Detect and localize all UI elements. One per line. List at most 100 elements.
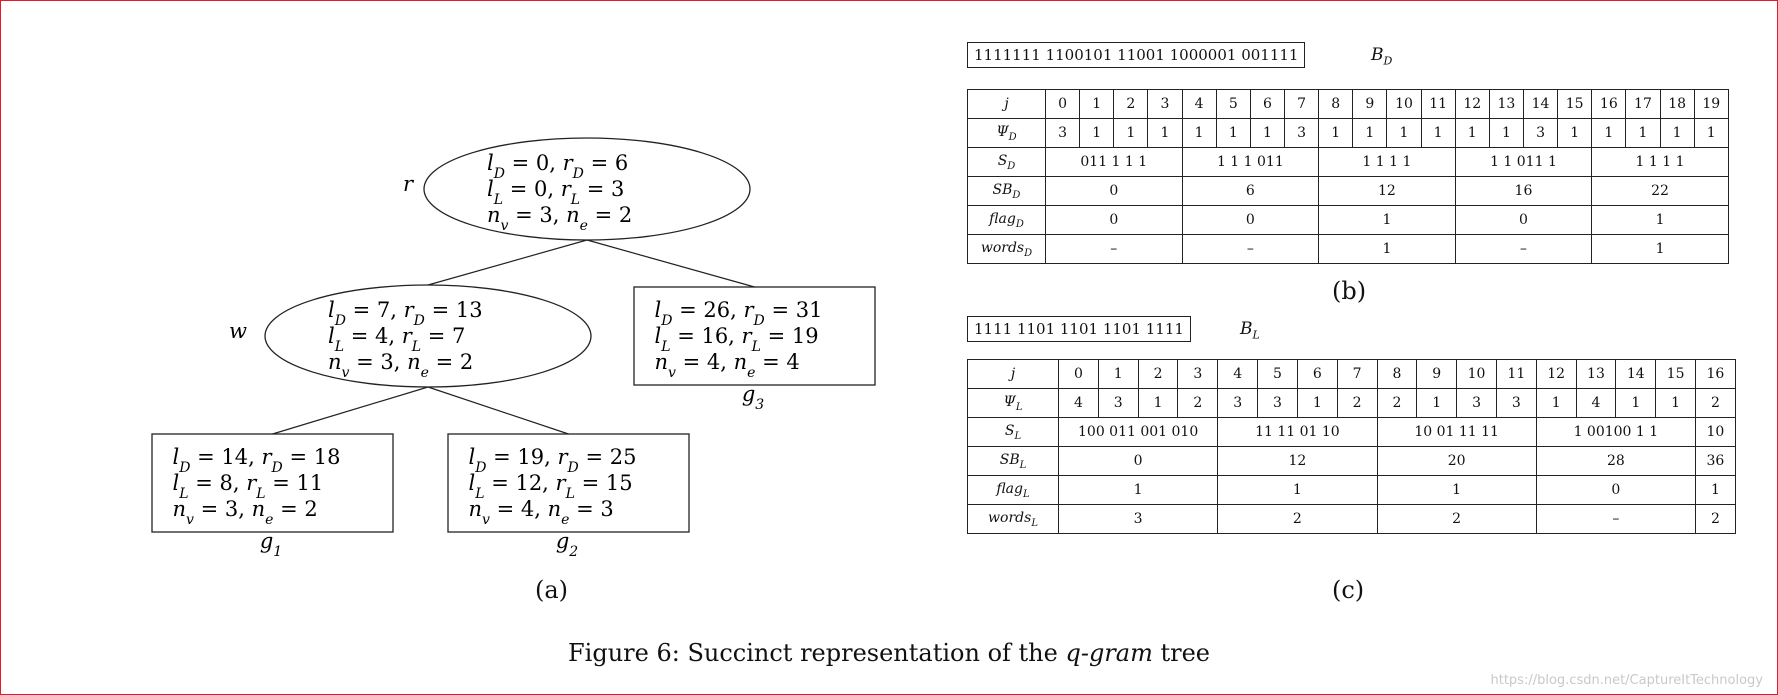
cell-j-0: 0 <box>1058 359 1099 389</box>
node-line-3: nv = 3, ne = 2 <box>328 350 473 381</box>
cell-S-3: 1 00100 1 1 <box>1535 417 1697 447</box>
cell-psi-19: 1 <box>1693 118 1729 148</box>
cell-words-2: 2 <box>1376 504 1537 534</box>
cell-psi-17: 1 <box>1625 118 1661 148</box>
node-line-3: nv = 4, ne = 4 <box>655 350 800 381</box>
node-label: r <box>403 172 415 196</box>
sublabel-c: (c) <box>1332 576 1365 604</box>
cell-j-5: 5 <box>1215 89 1251 119</box>
cell-j-2: 2 <box>1113 89 1149 119</box>
cell-j-16: 16 <box>1695 359 1736 389</box>
cell-psi-1: 1 <box>1079 118 1115 148</box>
cell-psi-10: 1 <box>1386 118 1422 148</box>
bd-bitstring: 1111111 1100101 11001 1000001 001111 <box>967 42 1306 68</box>
cell-psi-15: 1 <box>1655 388 1696 418</box>
cell-words-3: – <box>1454 234 1593 264</box>
cell-j-9: 9 <box>1352 89 1388 119</box>
cell-psi-0: 3 <box>1044 118 1081 148</box>
node-line-2: lL = 16, rL = 19 <box>655 324 819 355</box>
tree-edge-w-g2 <box>427 386 569 435</box>
bl-bitstring: 1111 1101 1101 1101 1111 <box>967 316 1191 342</box>
cell-S-4: 1 1 1 1 <box>1591 147 1729 177</box>
cell-SB-0: 0 <box>1045 176 1183 206</box>
node-line-2: lL = 0, rL = 3 <box>487 177 624 208</box>
cell-j-3: 3 <box>1147 89 1183 119</box>
cell-S-0: 100 011 001 010 <box>1057 417 1219 447</box>
cell-psi-0: 4 <box>1058 388 1099 418</box>
cell-j-7: 7 <box>1283 89 1320 119</box>
node-line-1: lD = 7, rD = 13 <box>328 298 483 329</box>
cell-j-1: 1 <box>1097 359 1139 389</box>
cell-flag-0: 1 <box>1057 475 1219 505</box>
row-header-words: wordsL <box>967 504 1059 534</box>
node-line-2: lL = 4, rL = 7 <box>328 324 465 355</box>
cell-psi-5: 3 <box>1257 388 1298 418</box>
node-outline <box>264 284 592 388</box>
cell-words-0: – <box>1045 234 1183 264</box>
cell-SB-0: 0 <box>1057 446 1219 476</box>
cell-SB-1: 6 <box>1181 176 1320 206</box>
row-header-flag: flagD <box>967 205 1046 235</box>
tree-node-r: lD = 0, rD = 6lL = 0, rL = 3nv = 3, ne =… <box>403 137 751 241</box>
node-line-2: lL = 8, rL = 11 <box>173 471 324 502</box>
cell-flag-1: 0 <box>1181 205 1320 235</box>
tree-nodes: lD = 0, rD = 6lL = 0, rL = 3nv = 3, ne =… <box>151 137 876 560</box>
row-header-S: SD <box>967 147 1046 177</box>
cell-psi-7: 3 <box>1283 118 1320 148</box>
cell-flag-4: 1 <box>1695 475 1736 505</box>
node-outline <box>447 433 690 533</box>
cell-words-0: 3 <box>1057 504 1219 534</box>
cell-j-15: 15 <box>1557 89 1593 119</box>
cell-psi-14: 3 <box>1522 118 1559 148</box>
row-header-j: j <box>967 359 1059 389</box>
cell-j-1: 1 <box>1079 89 1115 119</box>
node-line-1: lD = 26, rD = 31 <box>655 298 823 329</box>
cell-flag-2: 1 <box>1318 205 1456 235</box>
cell-psi-12: 1 <box>1454 118 1490 148</box>
row-header-words: wordsD <box>967 234 1046 264</box>
cell-j-15: 15 <box>1655 359 1696 389</box>
cell-psi-16: 1 <box>1591 118 1627 148</box>
row-words: wordsD––1–1 <box>967 234 1729 264</box>
row-header-flag: flagL <box>967 475 1059 505</box>
cell-S-1: 11 11 01 10 <box>1217 417 1378 447</box>
cell-j-5: 5 <box>1257 359 1298 389</box>
cell-psi-11: 3 <box>1495 388 1537 418</box>
tree-edge-r-g3 <box>586 239 755 288</box>
cell-j-6: 6 <box>1296 359 1338 389</box>
cell-j-19: 19 <box>1693 89 1729 119</box>
cell-psi-13: 1 <box>1488 118 1524 148</box>
cell-j-11: 11 <box>1420 89 1456 119</box>
tree-edges <box>272 239 755 435</box>
sublabel-b: (b) <box>1332 277 1367 305</box>
cell-flag-2: 1 <box>1376 475 1537 505</box>
node-line-2: lL = 12, rL = 15 <box>469 471 633 502</box>
node-label: g2 <box>556 529 578 560</box>
cell-j-14: 14 <box>1522 89 1559 119</box>
cell-psi-11: 1 <box>1420 118 1456 148</box>
cell-j-12: 12 <box>1454 89 1490 119</box>
node-label: g1 <box>260 529 282 560</box>
cell-j-4: 4 <box>1217 359 1259 389</box>
cell-S-2: 1 1 1 1 <box>1318 147 1456 177</box>
cell-j-13: 13 <box>1488 89 1524 119</box>
cell-j-8: 8 <box>1318 89 1354 119</box>
row-header-j: j <box>967 89 1046 119</box>
cell-psi-7: 2 <box>1336 388 1378 418</box>
cell-j-14: 14 <box>1615 359 1657 389</box>
cell-psi-13: 4 <box>1575 388 1617 418</box>
cell-j-12: 12 <box>1535 359 1577 389</box>
row-header-SB: SBL <box>967 446 1059 476</box>
node-line-3: nv = 4, ne = 3 <box>469 497 614 528</box>
cell-psi-9: 1 <box>1416 388 1458 418</box>
cell-S-4: 10 <box>1695 417 1736 447</box>
cell-psi-2: 1 <box>1137 388 1179 418</box>
